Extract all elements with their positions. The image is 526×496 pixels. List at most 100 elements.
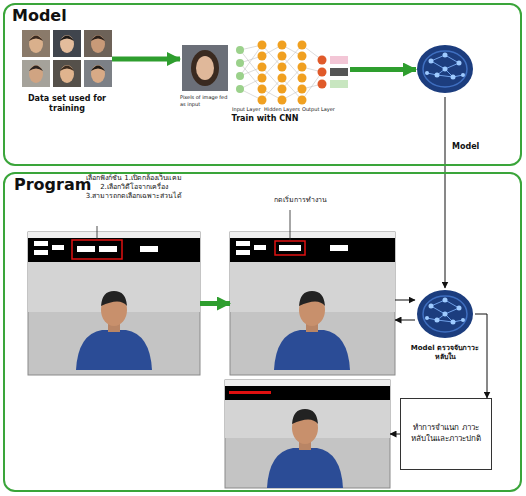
caption-text: Model ตรวจจับภาวะหลับใน [408, 344, 482, 362]
dataset-thumbnails [22, 30, 112, 87]
flow-arrow [112, 57, 180, 62]
app-window [225, 380, 390, 488]
illustration-part [196, 56, 214, 80]
layer-label: Input Layer [232, 106, 262, 113]
callout-text: กดเริ่มการทำงาน [260, 196, 340, 205]
illustration-part [52, 245, 64, 250]
illustration-part [230, 232, 395, 238]
connector-arrow [390, 434, 400, 435]
illustration-part [330, 245, 348, 251]
illustration-part [279, 245, 301, 251]
group-panel: ModelData set used for trainingPixels of… [3, 3, 522, 166]
dataset-images: Data set used for training [22, 28, 112, 90]
illustration-part [258, 96, 267, 105]
connector-arrow [475, 314, 487, 398]
edge-label: Model [451, 142, 480, 151]
illustration-part [258, 41, 307, 105]
model-brain [416, 42, 474, 97]
illustration-part [236, 59, 244, 67]
connector-arrow [395, 300, 415, 301]
illustration-part [298, 63, 307, 72]
illustration-part [278, 52, 287, 61]
cnn-network: Pixels of image fed as inputInput LayerH… [180, 26, 350, 126]
app-screenshot [225, 380, 390, 488]
illustration-part [258, 74, 267, 83]
brain-icon [417, 45, 473, 93]
illustration-part [318, 56, 327, 89]
illustration-part [236, 85, 244, 93]
illustration-part [298, 85, 307, 94]
illustration-part [258, 63, 267, 72]
illustration-part [267, 409, 343, 488]
illustration-part [274, 291, 350, 370]
illustration-part [77, 246, 95, 252]
illustration-part [318, 56, 327, 65]
illustration-part [34, 241, 48, 246]
illustration-part [99, 246, 117, 252]
layer-label: Output Layer [302, 106, 336, 113]
illustration-part [60, 36, 74, 42]
illustration-part [258, 52, 267, 61]
connector-arrow [445, 97, 446, 288]
illustration-part [275, 241, 305, 255]
illustration-part [298, 96, 307, 105]
app-screenshot [230, 210, 395, 375]
illustration-part [29, 35, 43, 53]
caption-text: Data set used for training [10, 94, 124, 115]
process-box: ทำการจำแนก ภาวะหลับในและภาวะปกติ [400, 398, 492, 470]
illustration-part [298, 74, 307, 83]
illustration-part [278, 74, 287, 83]
illustration-part [22, 30, 50, 57]
illustration-part [91, 65, 105, 83]
illustration-part [97, 226, 98, 239]
illustration-part [53, 60, 81, 87]
layer-label: Hidden Layers [264, 106, 300, 113]
illustration-part [254, 245, 266, 250]
illustration-part [318, 80, 327, 89]
illustration-part [28, 232, 200, 375]
illustration-part [236, 46, 244, 93]
flow-arrow [200, 301, 230, 306]
illustration-part [290, 210, 291, 240]
panel-title: Program [14, 175, 91, 196]
illustration-part [72, 240, 122, 259]
illustration-part [278, 85, 287, 94]
illustration-part [318, 68, 327, 77]
caption-text: Train with CNN [180, 114, 350, 124]
illustration-part [278, 41, 287, 50]
illustration-part [91, 36, 105, 42]
illustration-part [53, 30, 81, 57]
illustration-part [330, 80, 348, 88]
illustration-part [330, 56, 348, 64]
illustration-part [91, 66, 105, 72]
callout-text: เลือกฟังก์ชั่น 1.เปิดกล้องเว็บแคม 2.เลือ… [84, 174, 184, 201]
illustration-part [225, 380, 390, 488]
brain-icon [417, 290, 473, 338]
illustration-part [140, 246, 158, 252]
illustration-part [28, 232, 200, 238]
app-window: เลือกฟังก์ชั่น 1.เปิดกล้องเว็บแคม 2.เลือ… [28, 232, 200, 375]
illustration-part [330, 68, 348, 76]
flow-arrow [350, 67, 416, 72]
illustration-part [91, 35, 105, 53]
illustration-part [84, 30, 112, 57]
illustration-part [240, 45, 322, 100]
illustration-part [225, 386, 390, 400]
illustration-part [29, 36, 43, 42]
group-panel: Programเลือกฟังก์ชั่น 1.เปิดกล้องเว็บแคม… [3, 172, 522, 492]
illustration-part [60, 65, 74, 83]
illustration-part [258, 41, 267, 50]
app-window: กดเริ่มการทำงาน [230, 232, 395, 375]
illustration-part [230, 232, 395, 375]
illustration-part [84, 60, 112, 87]
illustration-part [258, 85, 267, 94]
model-brain: Model ตรวจจับภาวะหลับใน [415, 288, 475, 340]
illustration-part [298, 52, 307, 61]
illustration-part [298, 41, 307, 50]
small-label: Pixels of image fed as input [180, 94, 232, 107]
illustration-part [225, 380, 390, 386]
illustration-part [76, 291, 152, 370]
illustration-part [29, 65, 43, 83]
illustration-part [34, 250, 48, 255]
